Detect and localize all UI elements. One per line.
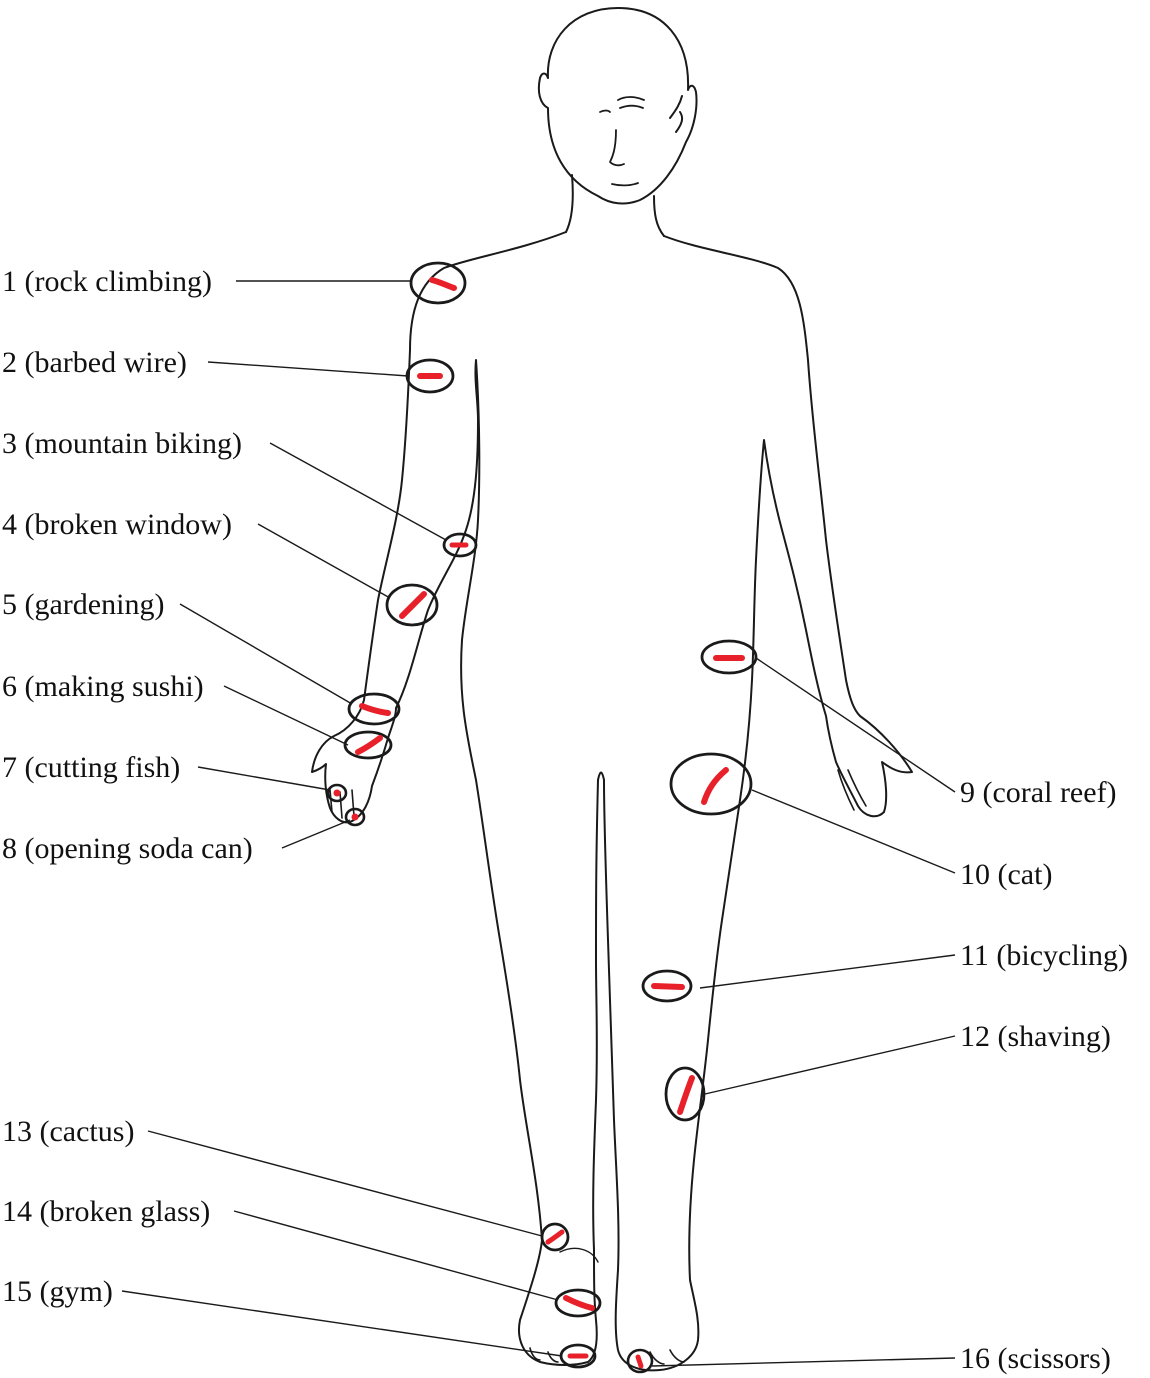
- leader-lines: [121, 280, 956, 1367]
- wound-13: [540, 1222, 570, 1252]
- wound-15: [559, 1343, 597, 1369]
- label-9: 9 (coral reef): [960, 776, 1117, 809]
- label-2: 2 (barbed wire): [2, 346, 187, 379]
- leader-6: [223, 685, 349, 746]
- leader-12: [704, 1035, 956, 1095]
- label-8: 8 (opening soda can): [2, 832, 253, 865]
- label-4: 4 (broken window): [2, 508, 232, 541]
- leader-5: [179, 603, 353, 705]
- label-15: 15 (gym): [2, 1275, 113, 1308]
- wound-7: [326, 783, 348, 803]
- label-11: 11 (bicycling): [960, 939, 1128, 972]
- crotch-outline: [597, 771, 605, 781]
- leader-9: [755, 657, 956, 793]
- wound-16: [626, 1348, 654, 1374]
- wound-9: [700, 639, 758, 675]
- wound-11: [641, 969, 693, 1003]
- wound-8: [344, 807, 366, 827]
- head-outline: [537, 7, 698, 205]
- leader-16: [651, 1357, 956, 1367]
- leader-10: [751, 789, 956, 874]
- leader-15: [121, 1290, 563, 1357]
- wound-6: [343, 730, 393, 760]
- wound-5: [347, 692, 401, 726]
- label-12: 12 (shaving): [960, 1020, 1111, 1053]
- callout-labels: 1 (rock climbing) 2 (barbed wire) 3 (mou…: [2, 265, 1128, 1375]
- label-16: 16 (scissors): [960, 1342, 1111, 1375]
- right-hand-fingers: [837, 769, 867, 811]
- face-features: [599, 96, 645, 187]
- leader-2: [207, 361, 409, 377]
- label-3: 3 (mountain biking): [2, 427, 242, 460]
- label-10: 10 (cat): [960, 858, 1052, 891]
- ear-outline: [669, 95, 684, 133]
- leader-7: [197, 766, 331, 791]
- label-7: 7 (cutting fish): [2, 751, 180, 784]
- wound-10: [669, 752, 753, 816]
- body-outline: [311, 7, 913, 1372]
- wound-markers: [326, 261, 758, 1374]
- leader-13: [147, 1130, 543, 1237]
- neck-outline: [565, 174, 665, 237]
- leader-3: [269, 442, 447, 541]
- wound-4: [385, 583, 439, 627]
- leader-8: [281, 819, 351, 849]
- left-side-outline: [311, 231, 599, 1366]
- wound-12: [664, 1066, 706, 1122]
- leader-4: [257, 523, 391, 599]
- label-5: 5 (gardening): [2, 588, 164, 621]
- wound-14: [554, 1288, 602, 1318]
- right-foot-toes: [649, 1349, 685, 1365]
- left-hand-fingers: [329, 789, 355, 819]
- wound-1: [409, 261, 467, 305]
- label-6: 6 (making sushi): [2, 670, 204, 703]
- label-14: 14 (broken glass): [2, 1195, 210, 1228]
- ankle-outline: [559, 1247, 599, 1263]
- right-side-outline: [603, 235, 913, 1372]
- leader-11: [699, 954, 956, 989]
- label-13: 13 (cactus): [2, 1115, 134, 1148]
- leader-14: [233, 1210, 559, 1301]
- label-1: 1 (rock climbing): [2, 265, 212, 298]
- wound-3: [442, 532, 478, 558]
- wound-2: [405, 358, 455, 394]
